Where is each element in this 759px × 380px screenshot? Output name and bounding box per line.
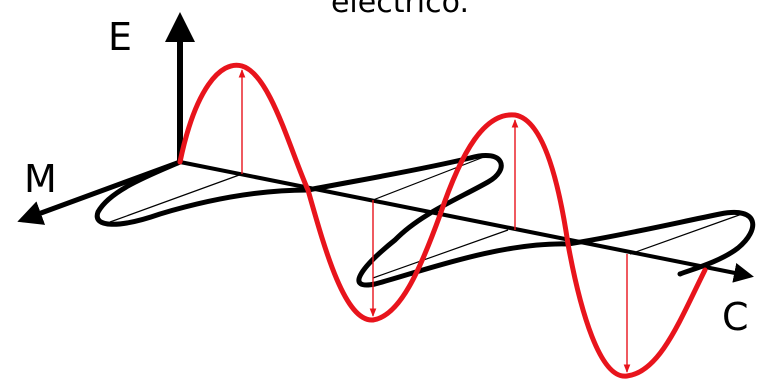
label-c: C xyxy=(722,295,749,339)
magnetic-field-vectors xyxy=(109,154,743,279)
label-m: M xyxy=(24,157,57,201)
electric-field-vectors xyxy=(238,69,631,373)
label-e: E xyxy=(108,15,132,59)
propagation-axis xyxy=(179,160,754,283)
caption-text: eléctrico. xyxy=(330,0,470,20)
magnetic-wave xyxy=(94,153,756,288)
electric-wave xyxy=(177,62,708,379)
